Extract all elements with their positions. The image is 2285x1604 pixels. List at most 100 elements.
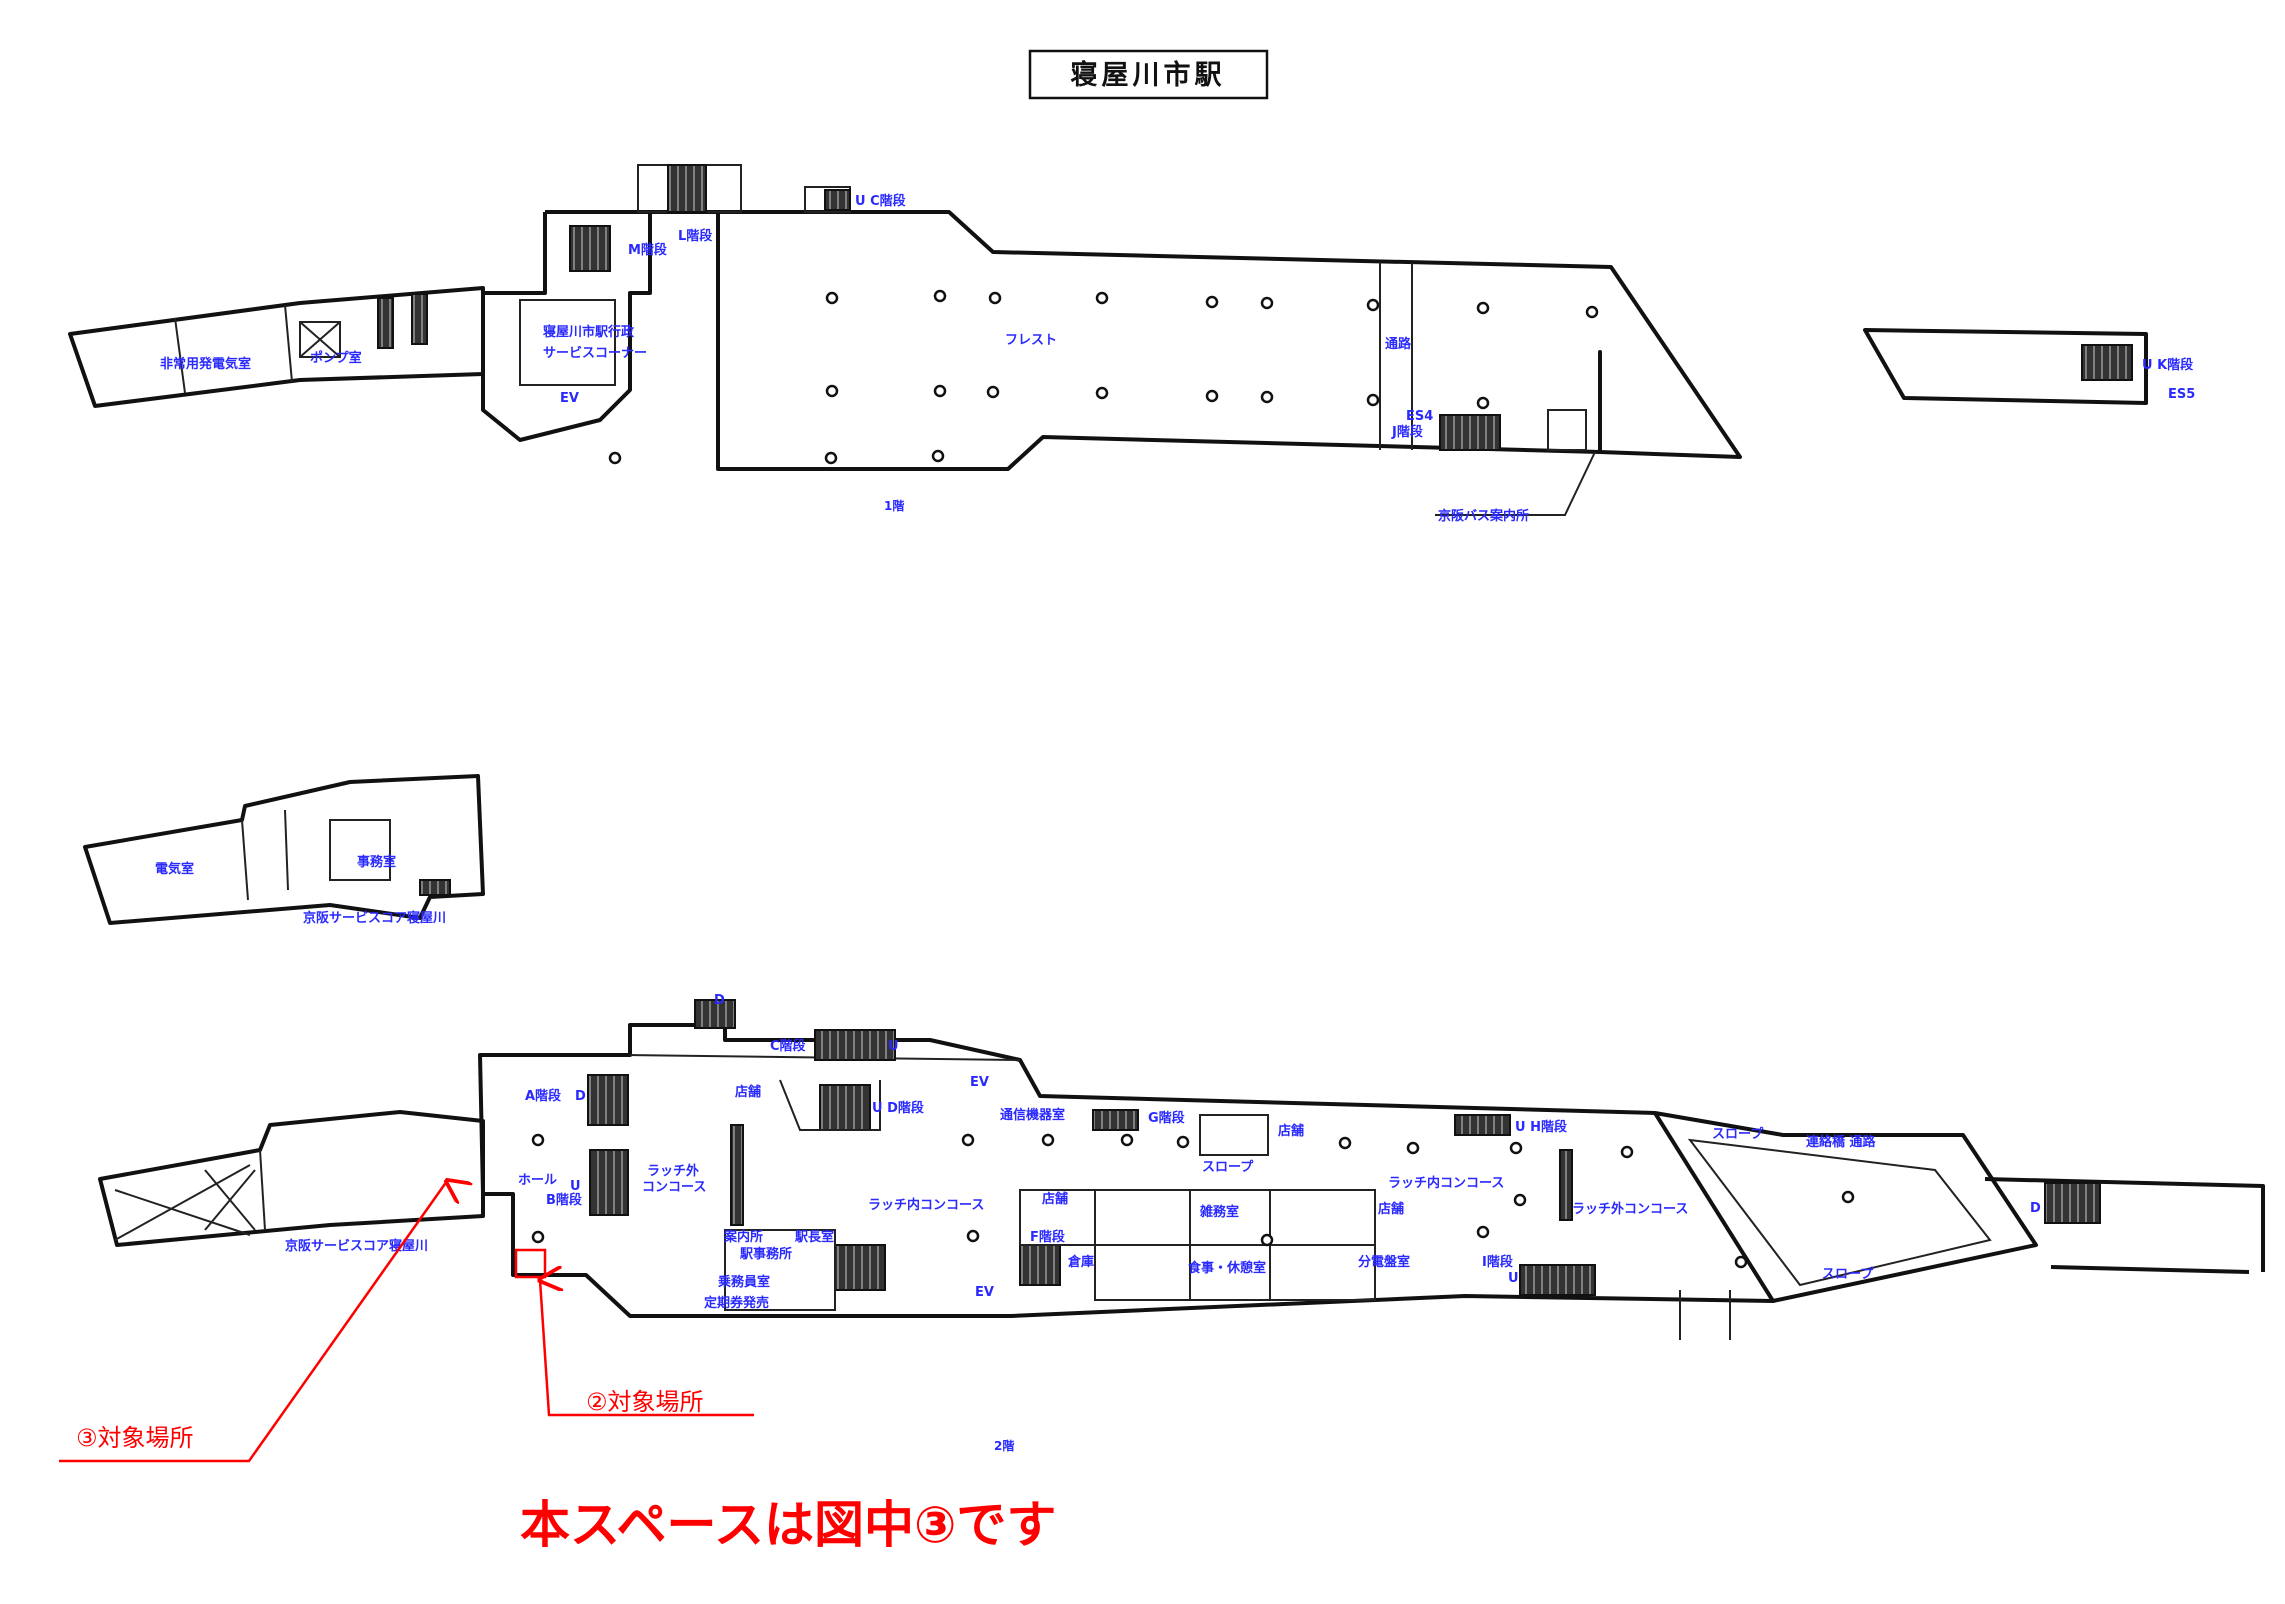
room-label: 案内所: [723, 1229, 763, 1245]
room-label: 寝屋川市駅行政: [543, 324, 635, 340]
column-marker: [1476, 1225, 1490, 1239]
room-label: 店舗: [1278, 1123, 1304, 1139]
column-marker: [1620, 1145, 1634, 1159]
floor-1-label: 1階: [884, 498, 904, 513]
title-box: 寝屋川市駅: [1028, 49, 1269, 100]
room-label: 京阪サービスコア寝屋川: [285, 1238, 428, 1254]
column-marker: [1513, 1193, 1527, 1207]
room-label: 食事・休憩室: [1188, 1260, 1266, 1276]
room-label: 店舗: [1378, 1201, 1404, 1217]
column-marker: [1205, 295, 1219, 309]
target-2-box: [514, 1248, 547, 1279]
column-marker: [825, 291, 839, 305]
column-marker: [1260, 296, 1274, 310]
room-label: 電気室: [155, 861, 194, 877]
stair-label: U: [570, 1179, 581, 1194]
room-label: ES4: [1406, 409, 1433, 424]
stair-label: U H階段: [1515, 1119, 1567, 1135]
stair-label: M階段: [628, 242, 667, 258]
stair-label: F階段: [1030, 1229, 1065, 1245]
floor-2-annex-labels: 電気室 事務室 京阪サービスコア寝屋川: [155, 854, 446, 926]
room-label: ポンプ室: [310, 350, 362, 366]
floor-1-plan: [68, 164, 2148, 516]
room-label: 京阪バス案内所: [1438, 508, 1529, 524]
room-label: スロープ: [1712, 1127, 1764, 1142]
column-marker: [1095, 386, 1109, 400]
stair-label: U: [1508, 1271, 1519, 1286]
floor-1-main-hall: [716, 210, 1742, 471]
column-marker: [966, 1229, 980, 1243]
stair-label: I階段: [1482, 1254, 1513, 1270]
stair-label: U C階段: [855, 193, 906, 209]
room-label: 京阪サービスコア寝屋川: [303, 910, 446, 926]
stair-label: U K階段: [2142, 357, 2193, 373]
room-label: ES5: [2168, 387, 2195, 402]
column-marker: [1041, 1133, 1055, 1147]
target-2-marker: ②対象場所: [514, 1248, 754, 1417]
stair-label: D: [2030, 1201, 2041, 1216]
floor-1-west-wing: [68, 286, 485, 408]
room-label: コンコース: [642, 1180, 706, 1195]
room-label: 駅長室: [794, 1229, 834, 1245]
room-label: 店舗: [1042, 1191, 1068, 1207]
stair-label: L階段: [678, 228, 712, 244]
stair-label: U: [888, 1039, 899, 1054]
column-marker: [1476, 301, 1490, 315]
column-marker: [933, 384, 947, 398]
column-marker: [1205, 389, 1219, 403]
stair-label: B階段: [546, 1192, 582, 1208]
target-2-label: ②対象場所: [586, 1388, 704, 1416]
stair-label: A階段: [525, 1088, 561, 1104]
room-label: サービスコーナー: [543, 345, 647, 361]
room-label: 倉庫: [1067, 1254, 1094, 1270]
room-label: スロープ: [1202, 1160, 1254, 1175]
column-marker: [1509, 1141, 1523, 1155]
stair-label: D: [575, 1089, 586, 1104]
column-marker: [1260, 1233, 1274, 1247]
target-3-marker: ③対象場所: [59, 1181, 447, 1463]
station-title: 寝屋川市駅: [1071, 59, 1226, 91]
room-label: ラッチ内コンコース: [1388, 1175, 1504, 1191]
column-marker: [1406, 1141, 1420, 1155]
room-label: スロープ: [1822, 1267, 1874, 1282]
room-label: フレスト: [1005, 333, 1057, 348]
column-marker: [1338, 1136, 1352, 1150]
target-2-leader: [540, 1280, 754, 1417]
room-label: EV: [560, 391, 579, 406]
floor-1-labels: 非常用発電気室 ポンプ室 寝屋川市駅行政 サービスコーナー EV L階段 M階段…: [160, 193, 2195, 524]
floor-2-plan: [98, 999, 2265, 1340]
column-marker: [531, 1133, 545, 1147]
room-label: 通信機器室: [1000, 1107, 1065, 1123]
column-marker: [608, 451, 622, 465]
room-label: 通路: [1385, 336, 1412, 352]
target-3-leader: [59, 1181, 447, 1463]
room-label: 非常用発電気室: [160, 356, 251, 372]
stair-label: U D階段: [872, 1100, 924, 1116]
column-marker: [1734, 1255, 1748, 1269]
column-marker: [1176, 1135, 1190, 1149]
room-label: ラッチ外コンコース: [1572, 1201, 1688, 1217]
room-label: 事務室: [357, 854, 396, 870]
column-marker: [986, 385, 1000, 399]
column-marker: [1260, 390, 1274, 404]
column-marker: [931, 449, 945, 463]
floor-2-annex-plan: [83, 774, 485, 925]
room-label: ホール: [518, 1173, 557, 1188]
room-label: 雑務室: [1199, 1204, 1239, 1220]
stair-label: C階段: [770, 1038, 806, 1054]
floor-2-east-platform: [1984, 1177, 2265, 1274]
floor-2-west-wing: [98, 1110, 485, 1247]
stair-label: J階段: [1391, 424, 1423, 440]
column-marker: [988, 291, 1002, 305]
column-marker: [1095, 291, 1109, 305]
stair-label: D: [714, 993, 725, 1008]
floor-2-labels: D C階段 U A階段 D 店舗 U D階段 EV 通信機器室 G階段 店舗 ス…: [285, 993, 2041, 1453]
column-marker: [1366, 393, 1380, 407]
note-text: 本スペースは図中③です: [520, 1496, 1056, 1554]
room-label: 分電盤室: [1358, 1254, 1410, 1270]
column-marker: [933, 289, 947, 303]
room-label: 駅事務所: [739, 1246, 792, 1262]
room-label: 定期券発売: [703, 1295, 769, 1311]
columns: [531, 289, 1855, 1269]
